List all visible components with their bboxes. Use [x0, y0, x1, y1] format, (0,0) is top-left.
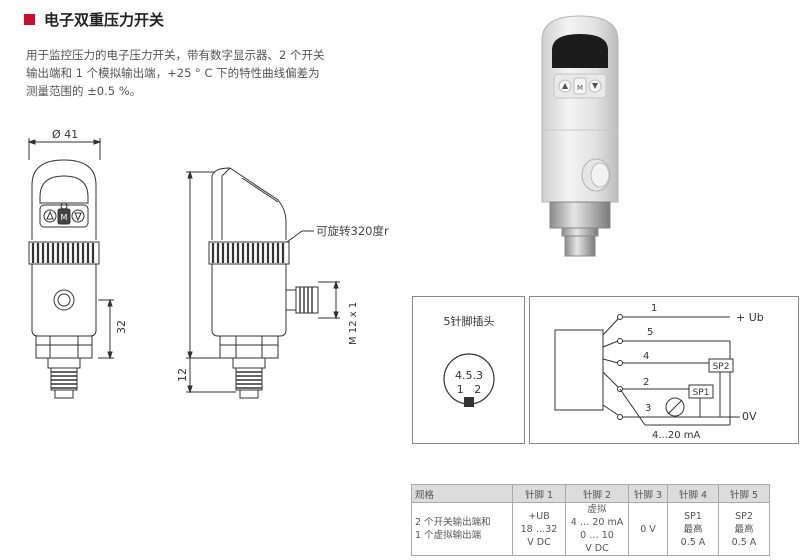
sensor-block [554, 329, 604, 411]
dim-12: 12 [176, 368, 189, 382]
button-m-label: M [61, 213, 68, 222]
meter-symbol [665, 397, 685, 417]
pin-label-2: 2 [643, 377, 649, 388]
pin-label-5: 5 [647, 327, 653, 338]
dim-32: 32 [115, 320, 128, 334]
ub-label: + Ub [736, 311, 764, 324]
connector-title: 5针脚插头 [444, 314, 495, 328]
rotate-note: 可旋转320度r [316, 224, 389, 238]
display-screen [552, 34, 608, 68]
header-pin5: 针脚 5 [718, 484, 770, 503]
pins-bottom: 1 2 [457, 383, 482, 396]
pin-label-4: 4 [643, 351, 649, 362]
sp2-label: SP2 [713, 362, 730, 372]
analog-label: 4...20 mA [652, 430, 701, 441]
technical-drawing: Ø 41 32 12 M 12 x 1 可旋转320度r M [27, 128, 389, 399]
button-down [71, 209, 85, 223]
circuit-panel: 1 5 4 2 3 + Ub 0V SP2 SP1 4...20 mA [529, 296, 799, 444]
header-pin1: 针脚 1 [512, 484, 566, 503]
button-up [43, 209, 57, 223]
thread-label: M 12 x 1 [348, 302, 359, 345]
sp1-label: SP1 [693, 388, 710, 398]
photo-button-m: M [577, 84, 583, 92]
cell-pin3: 0 V [628, 502, 668, 556]
pin-label-3: 3 [645, 403, 651, 414]
connector-panel: 5针脚插头 4.5.3 1 2 [412, 296, 525, 444]
header-pin2: 针脚 2 [565, 484, 629, 503]
ov-label: 0V [742, 410, 757, 423]
side-housing [211, 167, 287, 240]
table-header-row: 规格 针脚 1 针脚 2 针脚 3 针脚 4 针脚 5 [411, 484, 770, 503]
pins-top: 4.5.3 [455, 369, 483, 382]
header-pin4: 针脚 4 [667, 484, 719, 503]
section-heading: 电子双重压力开关 [24, 9, 164, 30]
page-title: 电子双重压力开关 [44, 11, 165, 29]
description-line: 输出端和 1 个模拟输出端，+25 ° C 下的特性曲线偏差为 [26, 66, 320, 80]
heading-marker-icon [24, 14, 35, 25]
description-line: 测量范围的 ±0.5 %。 [26, 84, 142, 98]
header-pin3: 针脚 3 [628, 484, 668, 503]
pin-label-1: 1 [651, 303, 657, 314]
description: 用于监控压力的电子压力开关，带有数字显示器、2 个开关 输出端和 1 个模拟输出… [26, 46, 411, 100]
product-photo: M [541, 15, 619, 257]
front-housing [31, 159, 97, 240]
dim-diameter: Ø 41 [52, 128, 78, 141]
description-line: 用于监控压力的电子压力开关，带有数字显示器、2 个开关 [26, 48, 325, 62]
header-spec: 规格 [411, 484, 513, 503]
